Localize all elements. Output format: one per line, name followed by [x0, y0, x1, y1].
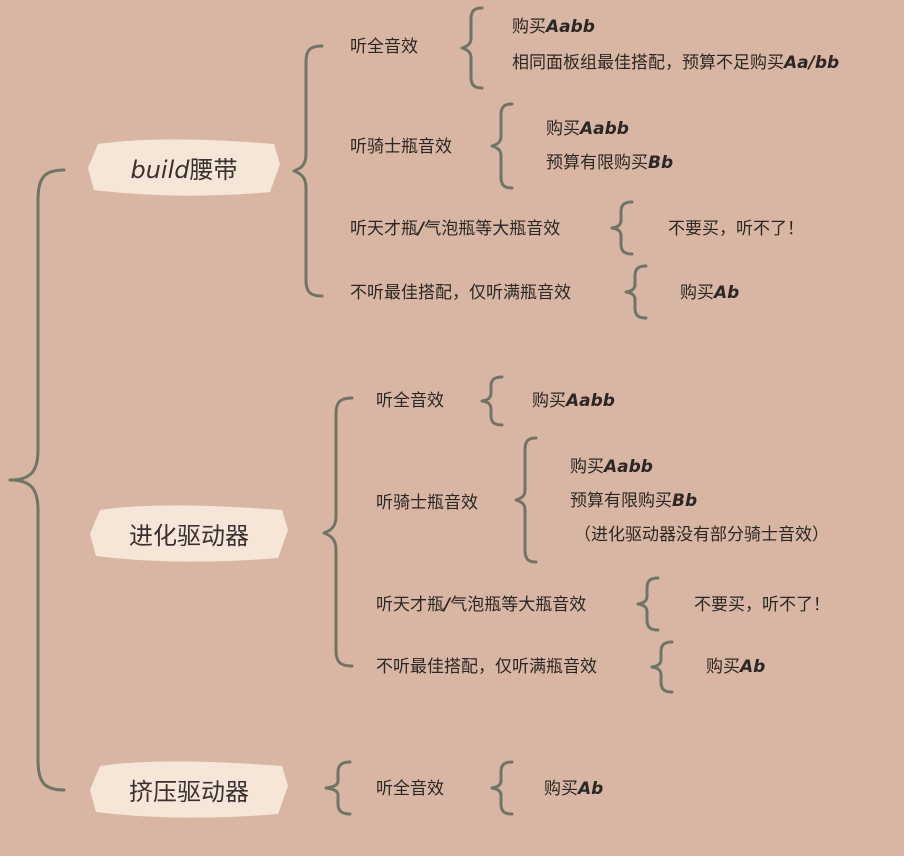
condition-text: 听全音效	[350, 37, 418, 57]
result-brace	[610, 200, 634, 256]
result-text: 购买Aabb	[570, 457, 653, 477]
condition-text: 听骑士瓶音效	[350, 137, 452, 157]
condition-text: 不听最佳搭配，仅听满瓶音效	[350, 283, 571, 303]
result-text: 预算有限购买Bb	[570, 491, 698, 511]
result-note: （进化驱动器没有部分骑士音效）	[574, 525, 829, 545]
result-brace	[636, 576, 660, 632]
highlight-scribble	[90, 505, 288, 562]
highlight-scribble	[88, 139, 280, 196]
group-brace	[292, 44, 324, 298]
condition-text: 听全音效	[376, 391, 444, 411]
result-brace	[650, 640, 674, 694]
result-text: 预算有限购买Bb	[546, 153, 674, 173]
highlight-scribble	[90, 761, 288, 818]
root-brace	[8, 168, 66, 792]
category-label: build腰带	[130, 155, 238, 184]
condition-text: 不听最佳搭配，仅听满瓶音效	[376, 657, 597, 677]
group-brace	[324, 760, 352, 816]
result-text: 购买Ab	[544, 779, 604, 799]
result-text: 不要买，听不了！	[668, 219, 804, 239]
category-squeeze-driver: 挤压驱动器	[86, 756, 292, 822]
group-brace	[322, 396, 354, 668]
condition-text: 听骑士瓶音效	[376, 493, 478, 513]
result-brace	[460, 6, 484, 90]
result-brace	[480, 375, 504, 427]
result-brace	[514, 436, 538, 564]
result-text: 购买Aabb	[512, 17, 595, 37]
category-build-belt: build腰带	[84, 134, 284, 200]
result-text: 不要买，听不了！	[694, 595, 830, 615]
result-brace	[490, 760, 514, 816]
result-text: 相同面板组最佳搭配，预算不足购买Aa/bb	[512, 53, 840, 73]
condition-text: 听天才瓶/气泡瓶等大瓶音效	[376, 595, 587, 615]
category-label: 进化驱动器	[129, 521, 249, 550]
result-text: 购买Ab	[706, 657, 766, 677]
condition-text: 听全音效	[376, 779, 444, 799]
category-label: 挤压驱动器	[129, 777, 249, 806]
result-text: 购买Ab	[680, 283, 740, 303]
result-text: 购买Aabb	[546, 119, 629, 139]
result-text: 购买Aabb	[532, 391, 615, 411]
result-brace	[490, 102, 514, 190]
category-evolution-driver: 进化驱动器	[86, 500, 292, 566]
condition-text: 听天才瓶/气泡瓶等大瓶音效	[350, 219, 561, 239]
result-brace	[624, 264, 648, 320]
